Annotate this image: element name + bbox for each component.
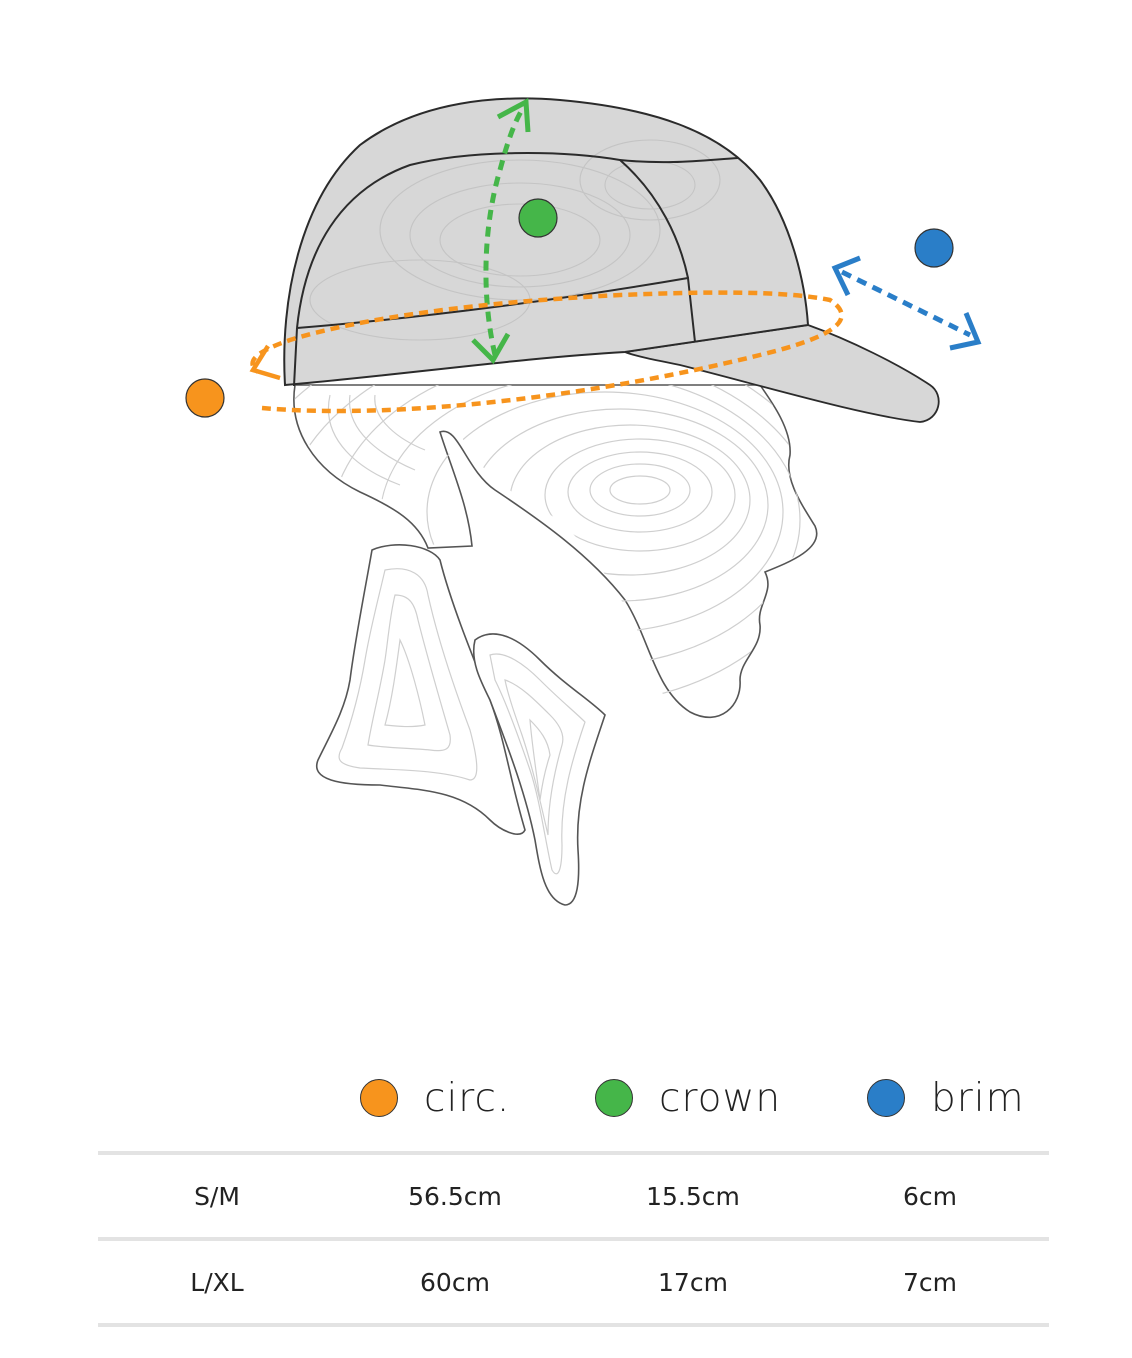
head-silhouette <box>293 384 818 906</box>
size-cell: L/XL <box>190 1268 244 1297</box>
brim-cell: 6cm <box>902 1182 957 1211</box>
circ-cell: 60cm <box>420 1268 490 1297</box>
cap-crown <box>283 97 810 387</box>
table-rule-bottom <box>98 1323 1049 1327</box>
table-rule-top <box>98 1151 1049 1155</box>
legend-circ-label: circ. <box>424 1075 511 1121</box>
table-row-sm: S/M 56.5cm 15.5cm 6cm <box>98 1155 1049 1239</box>
table-rule-middle <box>98 1237 1049 1241</box>
brim-measure-arrow <box>831 255 982 351</box>
circ-cell: 56.5cm <box>408 1182 502 1211</box>
neck-outline-back <box>315 544 526 835</box>
legend-brim: brim <box>867 1070 1025 1126</box>
legend-brim-label: brim <box>931 1075 1025 1121</box>
circumference-measure-arrow <box>249 290 844 414</box>
table-row-lxl: L/XL 60cm 17cm 7cm <box>98 1241 1049 1325</box>
crown-marker-dot <box>518 198 558 238</box>
crown-cell: 17cm <box>658 1268 728 1297</box>
cap-brim <box>621 324 940 423</box>
head-outline <box>293 384 818 719</box>
brim-cell: 7cm <box>902 1268 957 1297</box>
crown-measure-arrow <box>471 97 531 365</box>
size-cell: S/M <box>194 1182 240 1211</box>
brim-color-dot <box>867 1079 905 1117</box>
brim-marker-dot <box>914 228 954 268</box>
crown-color-dot <box>595 1079 633 1117</box>
crown-cell: 15.5cm <box>646 1182 740 1211</box>
legend-circ: circ. <box>360 1070 510 1126</box>
hat-size-diagram <box>185 97 982 906</box>
legend-crown-label: crown <box>659 1075 782 1121</box>
circ-color-dot <box>360 1079 398 1117</box>
cap-side-seam <box>619 157 739 164</box>
cap-panel-seam-front <box>296 152 689 329</box>
cap <box>283 97 940 423</box>
legend-crown: crown <box>595 1070 781 1126</box>
circumference-marker-dot <box>185 378 225 418</box>
neck-outline-front <box>472 633 606 906</box>
